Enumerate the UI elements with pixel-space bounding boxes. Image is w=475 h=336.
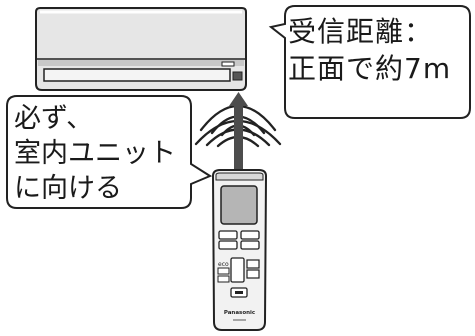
indoor-unit-receiver [232, 71, 243, 81]
indoor-unit-indicator [221, 61, 235, 67]
remote-button-c1 [217, 275, 230, 283]
indoor-unit-louver [43, 68, 231, 82]
remote-button-bottom-mark [235, 291, 243, 294]
signal-arrow-shaft [234, 104, 243, 172]
indoor-unit [35, 7, 247, 91]
remote-button-d2 [246, 269, 260, 279]
callout-instruction-line1: 必ず、 [14, 103, 94, 134]
callout-instruction-line3: に向ける [14, 173, 122, 204]
remote-button-a1 [218, 230, 238, 240]
remote-control: eco Panasonic [211, 169, 268, 331]
remote-button-large [230, 257, 245, 283]
callout-range-line1: 受信距離： [288, 15, 434, 48]
callout-range-line2: 正面で約7m [288, 52, 452, 85]
indoor-unit-shadow-band [38, 60, 244, 66]
callout-instruction-bubble [6, 95, 213, 209]
callout-range-text: 受信距離： 正面で約7m [288, 13, 451, 87]
callout-instruction-text: 必ず、 室内ユニット に向ける [14, 101, 176, 206]
callout-instruction-line2: 室内ユニット [14, 138, 176, 169]
remote-button-b2 [240, 240, 260, 250]
signal-arrow-head [229, 92, 248, 106]
remote-button-b1 [218, 240, 238, 250]
signal-arrow [229, 92, 248, 172]
remote-button-a2 [240, 230, 260, 240]
remote-eco-label: eco [218, 261, 229, 268]
remote-button-d1 [246, 259, 260, 269]
remote-eco-button [217, 267, 230, 275]
callout-range-bubble [268, 5, 471, 119]
remote-display [220, 185, 258, 225]
remote-top-cap [215, 172, 264, 181]
remote-brand-logo: Panasonic [224, 310, 255, 316]
